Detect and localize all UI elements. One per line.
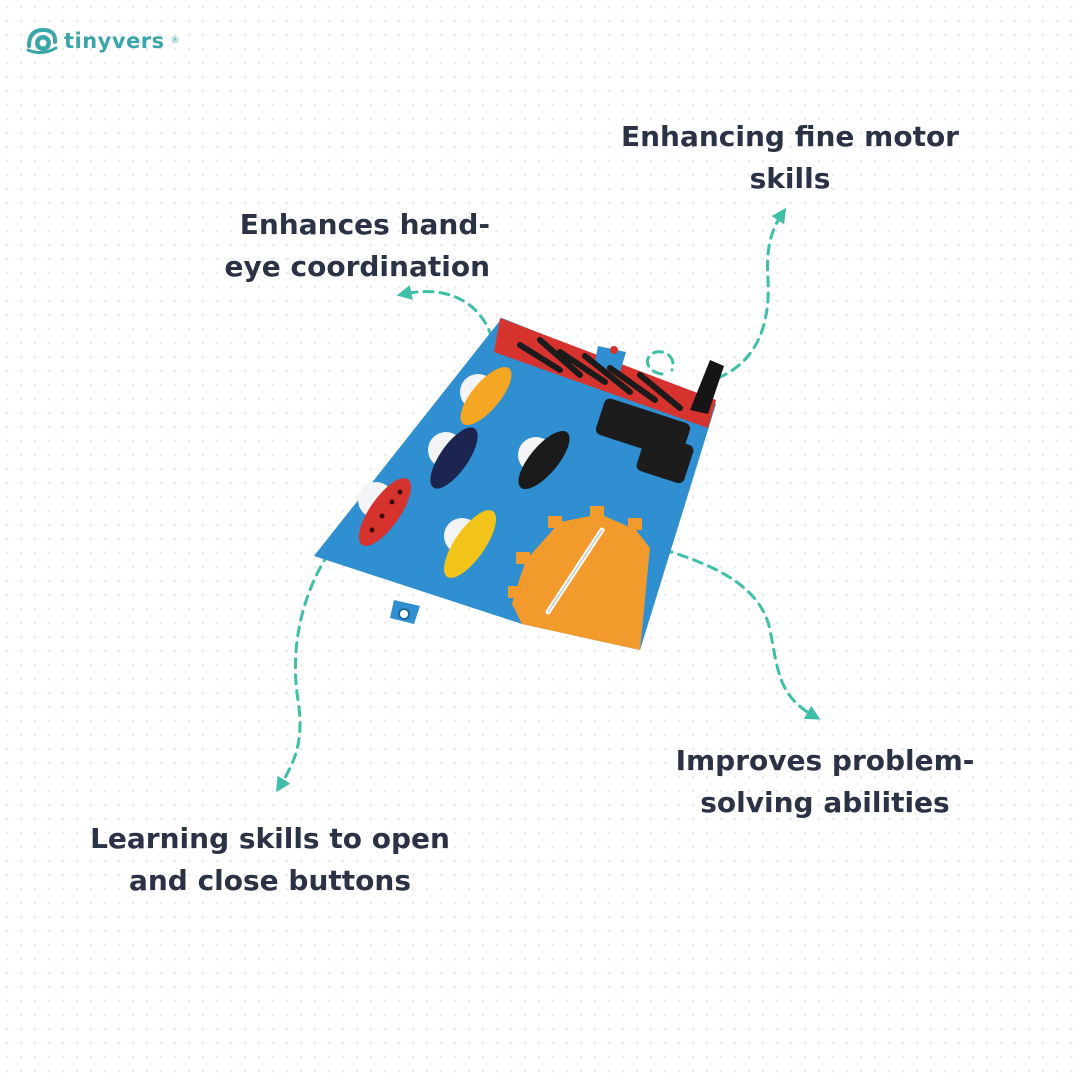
arrow-problem-solving (646, 543, 821, 720)
brand-trademark: ® (170, 36, 180, 46)
brand-name: tinyvers (64, 29, 165, 53)
tinyvers-logo-icon (26, 27, 58, 55)
callout-hand-eye: Enhances hand-eye coordination (224, 208, 490, 283)
gear-zipper (512, 514, 650, 650)
arrow-buttons (276, 538, 340, 793)
arrow-loop (646, 350, 675, 376)
brand-logo[interactable]: tinyvers ® (26, 26, 180, 56)
felt-button-navy (430, 427, 478, 489)
felt-button-black (518, 430, 570, 490)
felt-button-yellow (443, 510, 497, 578)
arrow-hand-eye (396, 285, 494, 340)
arrow-fine-motor (716, 207, 787, 380)
board-tab-top (594, 346, 626, 372)
callout-fine-motor: Enhancing fine motor skills (620, 120, 959, 195)
busy-board (314, 318, 724, 650)
felt-button-orange (460, 366, 512, 426)
strap (690, 360, 724, 414)
callout-buttons: Learning skills to open and close button… (90, 822, 450, 897)
callout-problem-solving: Improves problem-solving abilities (675, 744, 975, 819)
